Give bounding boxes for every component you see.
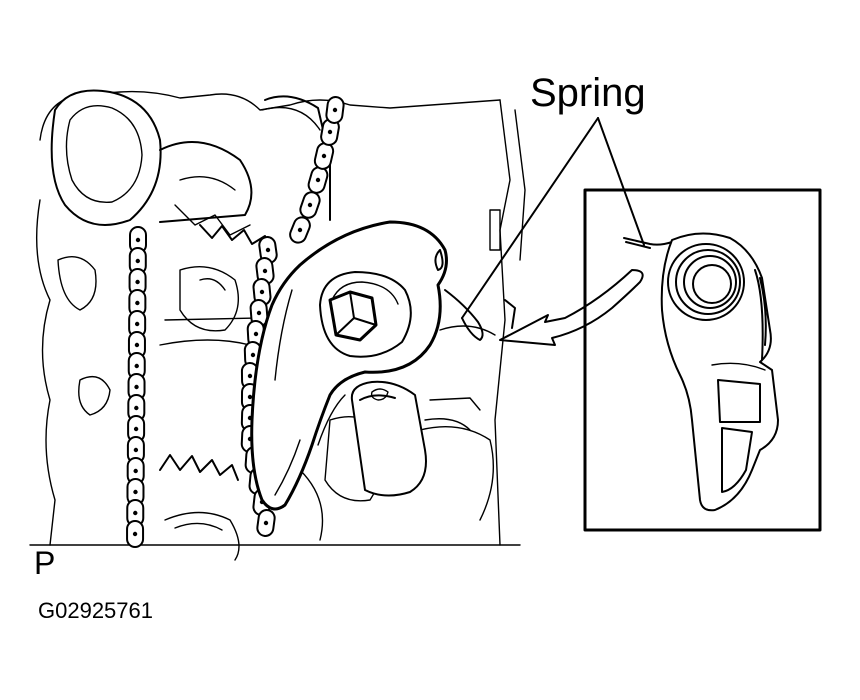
- chain-pin: [135, 279, 140, 285]
- chain-pin: [256, 310, 262, 316]
- chain-pin: [263, 520, 269, 526]
- chain-pin: [250, 352, 256, 358]
- timing-chain-upper: [289, 96, 345, 244]
- chain-pin: [134, 363, 139, 369]
- chain-tensioner-arm: [250, 220, 448, 511]
- chain-pin: [133, 510, 138, 516]
- figure-code: G02925761: [38, 598, 153, 623]
- chain-pin: [132, 531, 138, 537]
- chain-pin: [332, 107, 338, 113]
- chain-pin: [321, 153, 327, 159]
- timing-chain-left: [126, 226, 147, 548]
- chain-pin: [315, 177, 321, 183]
- chain-pin: [262, 268, 268, 274]
- chain-pin: [265, 247, 271, 253]
- chain-pin: [134, 384, 139, 390]
- chain-pin: [327, 129, 333, 135]
- tensioner-plunger: [350, 380, 471, 497]
- chain-pin: [253, 331, 259, 337]
- chain-pin: [135, 300, 140, 306]
- chain-pin: [247, 373, 253, 379]
- view-letter: P: [34, 545, 56, 581]
- spring-hook: [444, 289, 516, 341]
- chain-pin: [247, 394, 253, 400]
- detail-arrow: [499, 269, 644, 346]
- chain-pin: [133, 489, 138, 495]
- chain-pin: [133, 468, 138, 474]
- chain-pin: [134, 405, 139, 411]
- detail-inset: [583, 188, 822, 532]
- crank-sprocket: [159, 224, 266, 561]
- chain-pin: [134, 321, 140, 327]
- camshaft-sprocket: [50, 89, 331, 236]
- spring-leader-lines: [461, 117, 645, 319]
- chain-pin: [297, 227, 303, 233]
- chain-pin: [307, 202, 313, 208]
- spring-label: Spring: [530, 71, 646, 115]
- chain-pin: [133, 447, 139, 453]
- chain-pin: [135, 258, 140, 264]
- chain-pin: [134, 342, 140, 348]
- chain-pin: [259, 289, 265, 295]
- chain-pin: [133, 426, 139, 432]
- chain-pin: [135, 237, 141, 243]
